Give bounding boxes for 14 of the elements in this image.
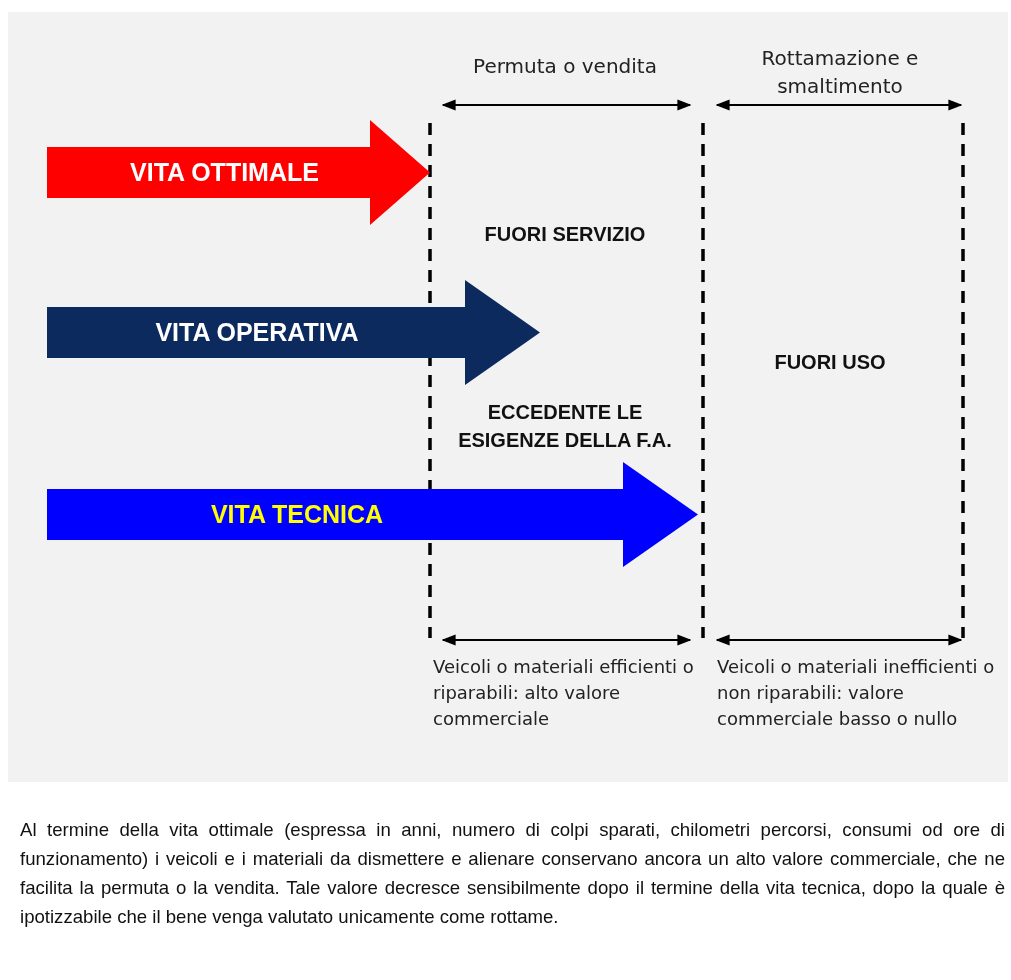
arrow-label: VITA TECNICA	[209, 499, 385, 529]
arrow-label: VITA OTTIMALE	[129, 157, 320, 187]
block-arrow	[47, 120, 430, 225]
description-text: Veicoli o materiali inefficienti o non riparabili: valore commerciale basso o nullo	[717, 655, 996, 731]
block-arrow	[47, 462, 698, 567]
zone-label: FUORI USO	[773, 350, 887, 375]
block-arrow	[47, 280, 540, 385]
zone-label: ECCEDENTE LE ESIGENZE DELLA F.A.	[457, 400, 673, 453]
range-label: Permuta o vendita	[472, 53, 658, 80]
caption-paragraph: Al termine della vita ottimale (espressa in anni, numero di colpi sparati, chilometri percorsi, consumi od ore di funzionamento) i veicoli e i materiali da dismettere e alienare conservano ancora un alto valore commerciale, che ne facilita la permuta o la vendita. Tale valore decresce sensibilmente dopo il termine della vita tecnica, dopo la quale è ipotizzabile che il bene venga valutato unicamente come rottame.	[20, 818, 1005, 929]
arrow-label: VITA OPERATIVA	[154, 317, 360, 347]
zone-label: FUORI SERVIZIO	[483, 222, 647, 247]
range-label: Rottamazione e smaltimento	[760, 45, 920, 100]
description-text: Veicoli o materiali efficienti o riparabili: alto valore commerciale	[433, 655, 695, 731]
